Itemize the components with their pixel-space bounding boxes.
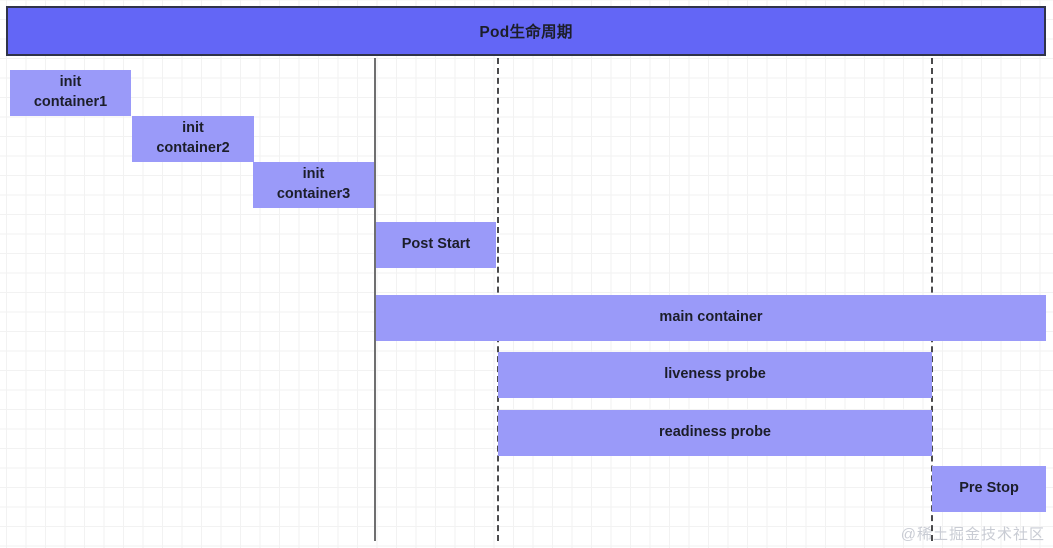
init-container-3[interactable]: init container3 — [253, 162, 374, 208]
pre-stop-hook[interactable]: Pre Stop — [932, 466, 1046, 512]
init-container-1[interactable]: init container1 — [10, 70, 131, 116]
main-container[interactable]: main container — [376, 295, 1046, 341]
watermark-text: @稀土掘金技术社区 — [900, 526, 1045, 543]
liveness-probe[interactable]: liveness probe — [498, 352, 932, 398]
diagram-header-bar: Pod生命周期 — [6, 6, 1046, 56]
init-phase-end-line — [374, 58, 376, 541]
readiness-probe[interactable]: readiness probe — [498, 410, 932, 456]
post-start-hook[interactable]: Post Start — [376, 222, 496, 268]
page-title: Pod生命周期 — [479, 24, 573, 41]
init-container-2[interactable]: init container2 — [132, 116, 254, 162]
